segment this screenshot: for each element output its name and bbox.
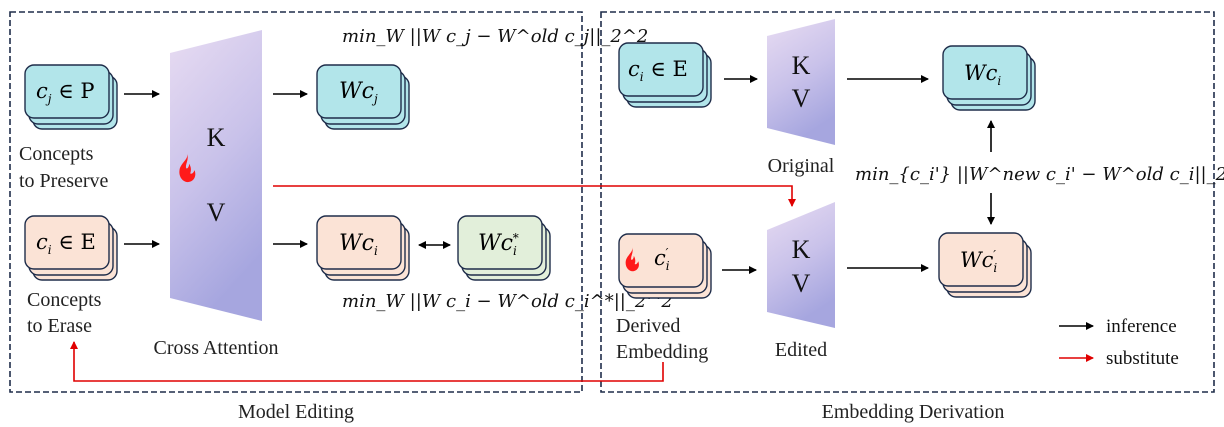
input-ci-stack: ci ∈ E — [618, 42, 712, 108]
panel-title-model-editing: Model Editing — [238, 401, 354, 423]
substitute-arrow-derived-to-erase — [70, 341, 664, 382]
output-original-wci-stack: Wci — [942, 45, 1036, 111]
legend-inference-label: inference — [1106, 316, 1177, 337]
formula-erase: min_W ||W c_i − W^old c_i^*||_2^2 — [342, 291, 673, 312]
edited-k: K — [792, 235, 811, 264]
panel-model-editing — [9, 11, 583, 393]
formula-derivation: min_{c_i'} ||W^new c_i' − W^old c_i||_2^… — [855, 164, 1224, 185]
erase-label-line2: to Erase — [27, 315, 92, 337]
cross-attention-block — [170, 30, 262, 321]
svg-text:Wci: Wci — [964, 61, 1001, 88]
preserve-label-line2: to Preserve — [19, 170, 109, 192]
svg-text:ci ∈ E: ci ∈ E — [36, 230, 96, 257]
original-v: V — [792, 84, 811, 113]
panel-embedding-derivation — [600, 11, 1215, 393]
original-kv-block — [767, 19, 835, 145]
svg-text:Wci*: Wci* — [478, 231, 519, 258]
erase-label-line1: Concepts — [27, 289, 102, 311]
edited-v: V — [792, 269, 811, 298]
svg-text:ci′: ci′ — [654, 246, 670, 273]
svg-text:ci ∈ E: ci ∈ E — [628, 57, 688, 84]
svg-text:Wci′: Wci′ — [960, 248, 997, 275]
edited-label: Edited — [775, 339, 827, 361]
formula-preserve: min_W ||W c_j − W^old c_j||_2^2 — [342, 26, 648, 47]
derived-label-line2: Embedding — [616, 341, 708, 363]
panel-title-embedding-derivation: Embedding Derivation — [822, 401, 1005, 423]
cross-attention-k: K — [207, 123, 226, 152]
svg-text:cj ∈ P: cj ∈ P — [36, 79, 95, 106]
erase-concepts-stack: ci ∈ E — [24, 215, 118, 281]
output-wcj-stack: Wcj — [316, 64, 410, 130]
original-label: Original — [768, 155, 835, 177]
legend-substitute-label: substitute — [1106, 348, 1179, 369]
edited-kv-block — [767, 202, 835, 328]
substitute-arrow-ca-to-edited — [273, 185, 796, 207]
svg-text:Wcj: Wcj — [339, 79, 378, 106]
preserve-concepts-stack: cj ∈ P — [24, 64, 118, 130]
output-wci-star-stack: Wci* — [457, 215, 551, 281]
preserve-label-line1: Concepts — [19, 143, 94, 165]
derived-label-line1: Derived — [616, 315, 680, 337]
legend: inference substitute — [1059, 316, 1179, 369]
output-edited-wci-prime-stack: Wci′ — [938, 232, 1032, 298]
cross-attention-v: V — [207, 198, 226, 227]
svg-text:Wci: Wci — [339, 231, 378, 258]
original-k: K — [792, 51, 811, 80]
derived-embedding-stack: ci′ — [618, 233, 712, 299]
output-wci-stack: Wci — [316, 215, 410, 281]
cross-attention-label: Cross Attention — [153, 337, 278, 359]
